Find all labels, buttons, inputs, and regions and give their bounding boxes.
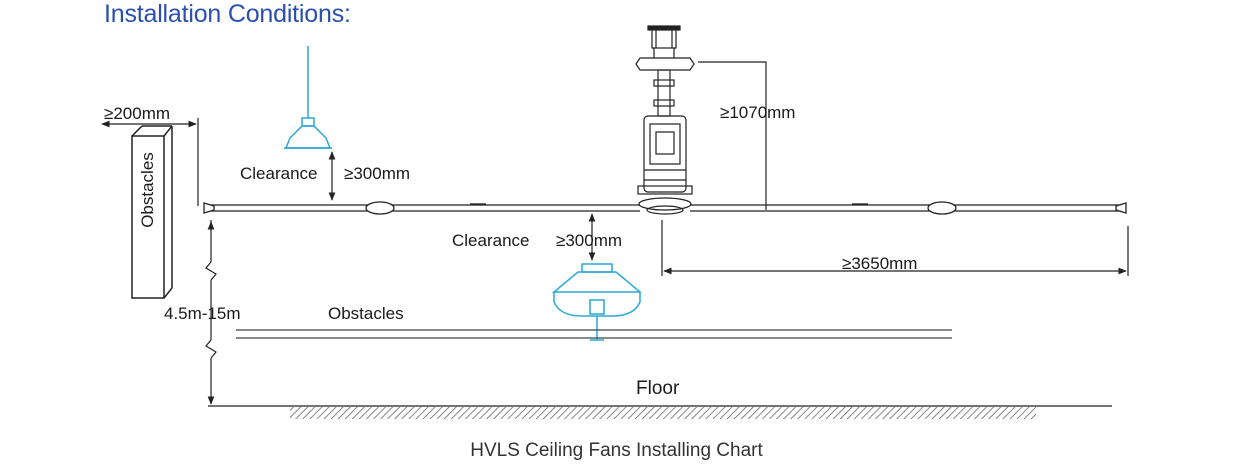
side-clearance-dimension [101, 118, 199, 206]
height-range-dimension [205, 220, 217, 405]
obstacle-lamp [551, 263, 643, 341]
side-clearance-label: ≥200mm [104, 104, 171, 123]
page-title: Installation Conditions: [104, 0, 351, 28]
fan-motor-assembly [635, 25, 695, 215]
pendant-light [284, 46, 332, 149]
blade-reach-dimension [661, 220, 1129, 276]
light-clearance-value: ≥300mm [344, 164, 411, 183]
obstacles-horizontal-label: Obstacles [328, 304, 404, 323]
bottom-clearance-label: Clearance [452, 231, 530, 250]
obstacles-vertical-label: Obstacles [138, 152, 157, 228]
blade-reach-label: ≥3650mm [842, 254, 918, 273]
chart-caption: HVLS Ceiling Fans Installing Chart [470, 440, 763, 461]
floor-label: Floor [636, 378, 680, 399]
fan-blades [203, 201, 1127, 215]
obstacle-column [131, 125, 173, 299]
height-range-label: 4.5m-15m [164, 304, 241, 323]
horizontal-obstacle [236, 329, 952, 339]
top-clearance-bracket [698, 61, 767, 210]
floor [208, 405, 1112, 419]
light-clearance-label: Clearance [240, 164, 318, 183]
bottom-clearance-value: ≥300mm [556, 231, 623, 250]
top-clearance-label: ≥1070mm [720, 103, 796, 122]
